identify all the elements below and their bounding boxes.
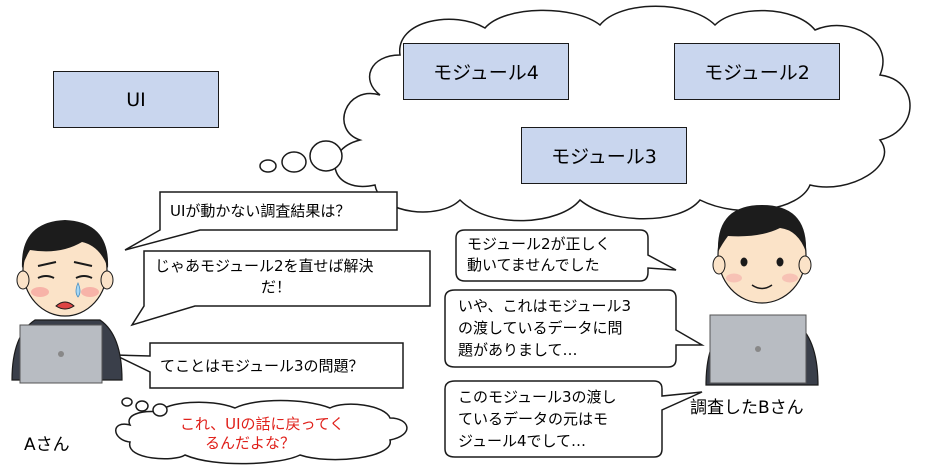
reply-2-line-2: の渡しているデータに問 — [458, 319, 623, 337]
bubble-b-2-text: いや、これはモジュール3 の渡しているデータに問 題がありまして… — [458, 295, 631, 361]
bubble-b-3 — [444, 380, 703, 458]
module4-box-label: モジュール4 — [433, 62, 539, 84]
reply-3-line-2: ているデータの元はモ — [458, 410, 609, 428]
person-a-illustration — [11, 220, 123, 384]
bubble-a-3 — [114, 342, 404, 389]
question-1: UIが動かない調査結果は？ — [170, 202, 351, 220]
bubble-a-1-text: UIが動かない調査結果は？ — [170, 201, 350, 222]
reply-1-line-1: モジュール2が正しく — [467, 235, 611, 253]
question-3: てことはモジュール3の問題？ — [160, 357, 364, 375]
reply-1-line-2: 動いてませんでした — [467, 256, 600, 274]
bubble-a-3-text: てことはモジュール3の問題？ — [160, 356, 364, 377]
small-thought-text: これ、UIの話に戻ってく るんだよな？ — [180, 415, 344, 453]
ui-box: UI — [53, 71, 219, 128]
reply-3-line-1: このモジュール3の渡し — [458, 388, 617, 406]
question-2-line-2: だ！ — [261, 278, 292, 296]
ui-box-label: UI — [126, 88, 146, 111]
module2-box: モジュール2 — [674, 43, 840, 100]
module2-box-label: モジュール2 — [704, 62, 810, 84]
bubble-a-1 — [124, 191, 398, 251]
module3-box-label: モジュール3 — [551, 146, 657, 168]
bubble-b-1 — [455, 229, 677, 282]
thought-line-2: るんだよな？ — [205, 434, 296, 452]
reply-2-line-1: いや、これはモジュール3 — [458, 297, 632, 315]
small-thought-cloud — [115, 397, 408, 465]
reply-3-line-3: ジュール4でして… — [458, 432, 587, 450]
bubble-b-1-text: モジュール2が正しく 動いてませんでした — [467, 234, 611, 276]
bubble-b-2 — [444, 289, 705, 368]
person-a-name: Aさん — [24, 435, 70, 455]
thought-cloud — [334, 5, 911, 222]
bubble-a-2-text: じゃあモジュール2を直せば解決 だ！ — [155, 256, 374, 298]
thought-dots — [259, 140, 343, 173]
bubble-a-2 — [130, 250, 431, 327]
person-b-illustration — [705, 205, 819, 386]
question-2-line-1: じゃあモジュール2を直せば解決 — [155, 257, 374, 275]
thought-line-1: これ、UIの話に戻ってく — [180, 415, 345, 433]
person-b-name: 調査したBさん — [690, 398, 804, 418]
reply-2-line-3: 題がありまして… — [458, 341, 578, 359]
bubble-b-3-text: このモジュール3の渡し ているデータの元はモ ジュール4でして… — [458, 386, 617, 452]
module3-box: モジュール3 — [521, 127, 687, 184]
module4-box: モジュール4 — [403, 43, 569, 100]
